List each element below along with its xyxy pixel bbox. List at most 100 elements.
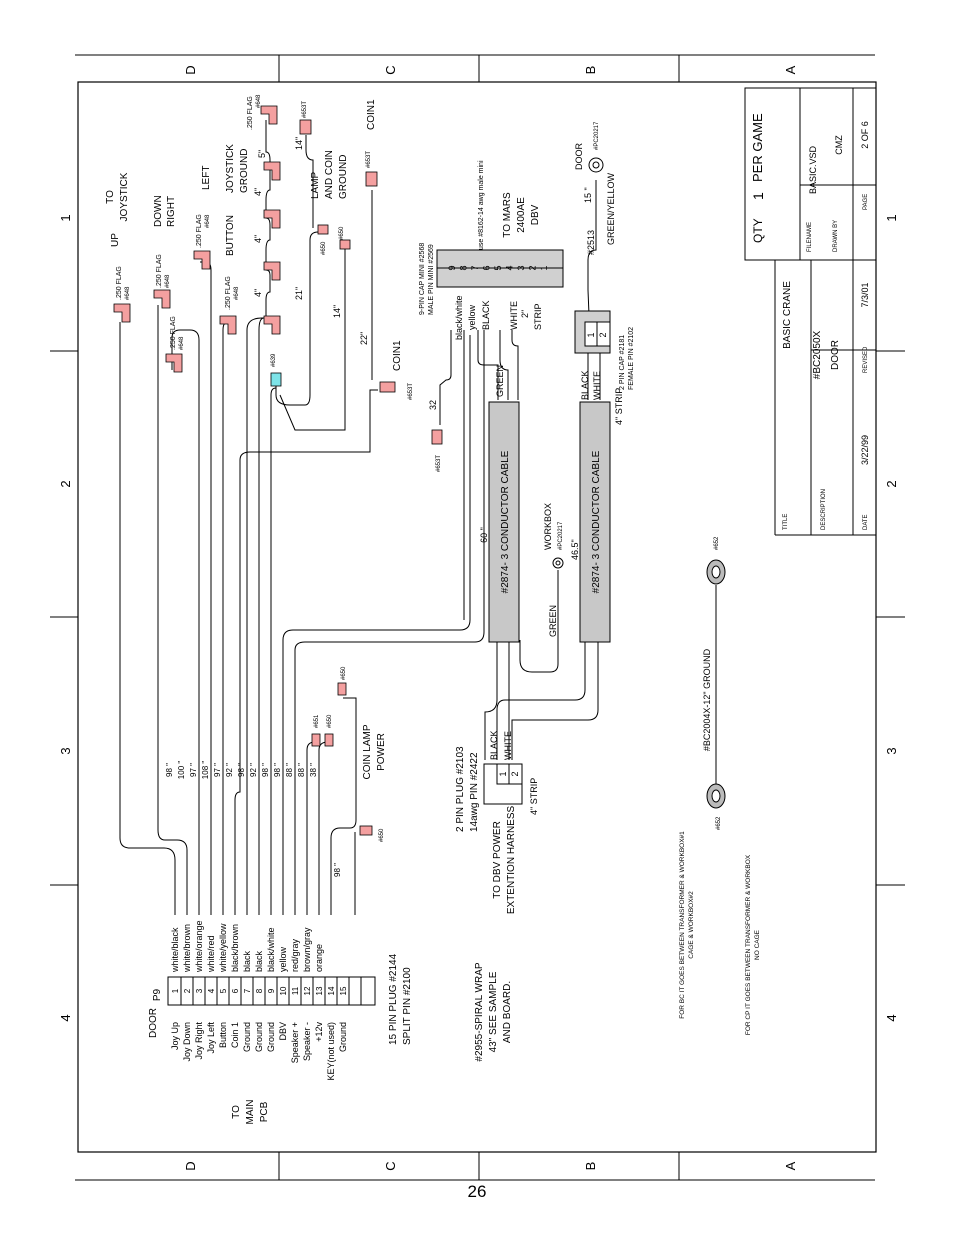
p9-pin-signal: +12v bbox=[314, 1022, 324, 1042]
zone-top-a: A bbox=[783, 65, 798, 74]
description-1: #BC2050X bbox=[812, 330, 823, 379]
seg-14a: 14" bbox=[294, 137, 304, 150]
description-label: DESCRIPTION bbox=[821, 489, 827, 530]
dbv-cap-2: MALE PIN MINI #2569 bbox=[428, 244, 435, 315]
wiring bbox=[119, 120, 717, 915]
terminals bbox=[113, 105, 443, 836]
terminal-653t-coin1 bbox=[379, 381, 396, 393]
terminal-653t-coin bbox=[365, 171, 378, 187]
door-2513: #2513 bbox=[586, 230, 596, 255]
qty-value: 1 bbox=[750, 192, 766, 200]
p9-wire-color: white/yellow bbox=[218, 923, 228, 973]
flag-ground-3-terminal bbox=[263, 209, 281, 229]
joystick-up: UP bbox=[110, 233, 121, 247]
flag-right-part: #648 bbox=[179, 336, 185, 350]
zone-bottom-d: D bbox=[183, 1161, 198, 1170]
door-part: #PC20217 bbox=[594, 121, 600, 150]
flag-right-label: .250 FLAG bbox=[170, 316, 177, 350]
p9-wire-length: 98 " bbox=[165, 763, 174, 777]
dbv-strip-word: STRIP bbox=[533, 303, 543, 330]
zone-top-b: B bbox=[583, 66, 598, 75]
flag-down-part: #648 bbox=[165, 274, 171, 288]
dbv-to-3: DBV bbox=[530, 204, 541, 225]
plug-to-1: TO DBV POWER bbox=[492, 821, 503, 899]
p9-wire-length: 88 " bbox=[297, 763, 306, 777]
spiral-1: #2955-SPIRAL WRAP bbox=[474, 962, 485, 1061]
flag-ground-1-terminal bbox=[260, 105, 278, 125]
p9-pin-number: 14 bbox=[327, 986, 336, 995]
zone-bottom-b: B bbox=[583, 1162, 598, 1171]
ground-strap: #652 #652 #BC2004X-12" GROUND bbox=[702, 536, 726, 830]
p9-wire-color: white/red bbox=[206, 935, 216, 973]
p9-pin-signal: Speaker + bbox=[290, 1022, 300, 1063]
p9-pin-signal: Joy Right bbox=[194, 1022, 204, 1060]
p9-pin-signal: KEY(not used) bbox=[326, 1022, 336, 1081]
dbv-pin-number: 5 bbox=[493, 265, 503, 270]
dbv-pin-number: 8 bbox=[459, 265, 469, 270]
drawing-title: BASIC CRANE bbox=[782, 281, 793, 349]
flag-down-terminal bbox=[153, 289, 171, 309]
joystick-ground-2: GROUND bbox=[239, 149, 250, 193]
zone-bottom-a: A bbox=[783, 1161, 798, 1170]
plug-line-2: 14awg PIN #2422 bbox=[469, 752, 480, 832]
flag-ground-label: .250 FLAG bbox=[247, 96, 254, 130]
zone-left-1: 1 bbox=[58, 214, 73, 221]
plug-line-1: 2 PIN PLUG #2103 bbox=[455, 746, 466, 832]
p9-wire-length: 97 " bbox=[213, 763, 222, 777]
dbv-pin-number: 1 bbox=[539, 265, 549, 270]
part-650-e: #650 bbox=[379, 828, 385, 842]
p9-pin-signal: DBV bbox=[278, 1022, 288, 1041]
p9-pin-signal: Button bbox=[218, 1022, 228, 1048]
part-653t-d: #653T bbox=[436, 455, 442, 472]
p9-pin-number: 12 bbox=[303, 986, 312, 995]
flag-button-terminal bbox=[219, 315, 237, 335]
dbv-strip: 2" bbox=[520, 310, 530, 318]
p9-wire-length: 98 " bbox=[273, 763, 282, 777]
flag-ground-5-terminal bbox=[263, 315, 281, 335]
coin1-mid: COIN1 bbox=[392, 340, 403, 371]
cap-strip: 4" STRIP bbox=[614, 388, 624, 425]
two-pin-plug: 1 2 2 PIN PLUG #2103 14awg PIN #2422 BLA… bbox=[455, 730, 539, 914]
p9-pin-signal: Coin 1 bbox=[230, 1022, 240, 1048]
p9-pin-number: 2 bbox=[183, 988, 192, 993]
p9-wire-color: brown/gray bbox=[302, 927, 312, 972]
strap-label: #BC2004X-12" GROUND bbox=[702, 648, 712, 751]
flag-down-label: .250 FLAG bbox=[156, 254, 163, 288]
coin-lamp-1: COIN LAMP bbox=[362, 724, 373, 779]
p9-pin-number: 15 bbox=[339, 986, 348, 995]
zone-top-d: D bbox=[183, 65, 198, 74]
cap-line-2: FEMALE PIN #2102 bbox=[628, 327, 635, 390]
dbv-to-1: TO MARS bbox=[502, 192, 513, 238]
joystick-left: LEFT bbox=[201, 166, 212, 190]
workbox-length: 46.5" bbox=[570, 539, 580, 560]
p9-pin-number: 13 bbox=[315, 986, 324, 995]
flag-button-part: #648 bbox=[234, 286, 240, 300]
plug-black: BLACK bbox=[489, 730, 499, 760]
p9-plug-1: 15 PIN PLUG #2144 bbox=[388, 953, 399, 1045]
cap-p1: 1 bbox=[586, 332, 596, 337]
p9-wire-color: black bbox=[254, 950, 264, 972]
lamp-3: GROUND bbox=[338, 155, 349, 199]
joystick-down: DOWN bbox=[153, 195, 164, 227]
cable-2-label: #2874- 3 CONDUCTOR CABLE bbox=[591, 450, 602, 593]
door-15: 15 " bbox=[583, 187, 593, 203]
p9-pin-signal: Ground bbox=[266, 1022, 276, 1052]
part-650-c: #650 bbox=[327, 714, 333, 728]
zone-left-2: 2 bbox=[58, 480, 73, 487]
terminal-650-d bbox=[359, 825, 373, 836]
page-number: 26 bbox=[467, 1182, 487, 1201]
p9-pin-signal: Joy Down bbox=[182, 1022, 192, 1062]
p9-pin-number: 10 bbox=[279, 986, 288, 995]
seg-4a: 4" bbox=[253, 188, 263, 196]
zone-top-c: C bbox=[383, 65, 398, 74]
p9-pin-signal: Joy Up bbox=[170, 1022, 180, 1050]
part-651: #651 bbox=[314, 714, 320, 728]
p9-wire-length: 38 " bbox=[309, 763, 318, 777]
p9-pin-number: 11 bbox=[291, 986, 300, 995]
zone-right-1: 1 bbox=[884, 214, 899, 221]
p9-wire-length: 100 " bbox=[177, 761, 186, 780]
flag-up-label: .250 FLAG bbox=[116, 266, 123, 300]
title-label: TITLE bbox=[783, 514, 789, 530]
seg-14b: 14" bbox=[332, 305, 342, 318]
